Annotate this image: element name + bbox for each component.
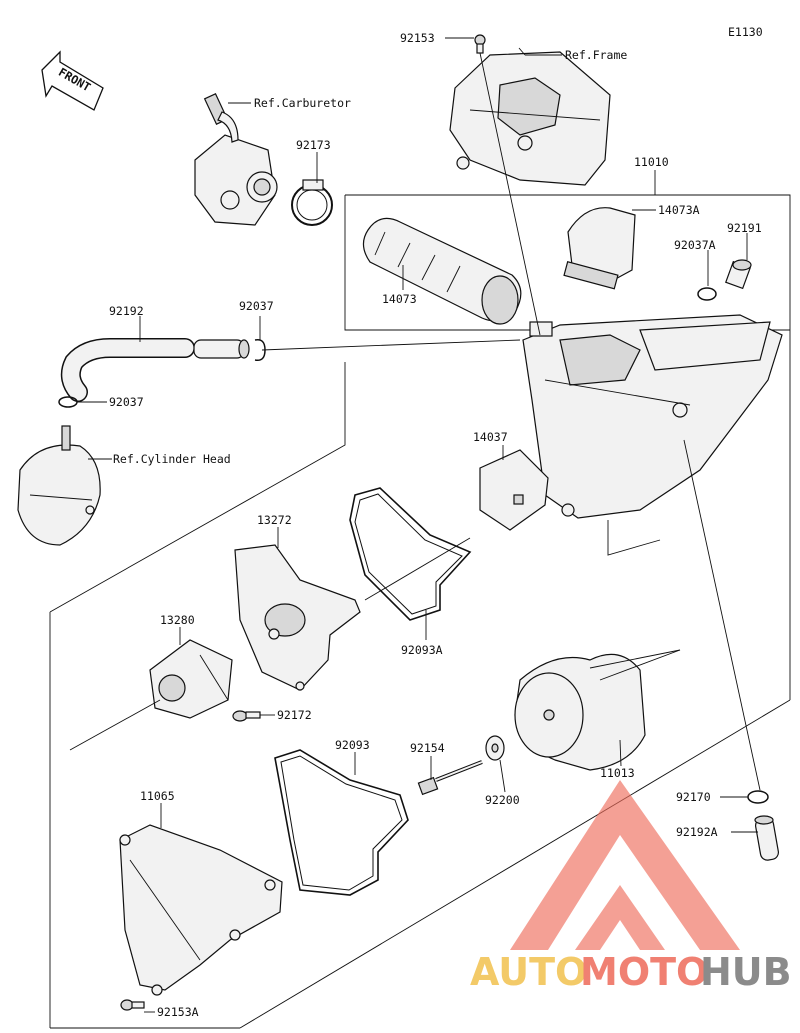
gasket-92093: [274, 749, 409, 896]
screw-92172: [232, 710, 261, 722]
cap-92191: [725, 259, 752, 290]
bolt-92153A: [120, 999, 145, 1011]
leader-lines: [77, 37, 761, 1013]
label-92191: 92191: [727, 221, 762, 235]
label-11013: 11013: [600, 766, 635, 780]
washer-92200: [485, 735, 505, 761]
label-92154: 92154: [410, 741, 445, 755]
label-13280: 13280: [160, 613, 195, 627]
label-14073: 14073: [382, 292, 417, 306]
clamp-92173: [291, 179, 333, 226]
diagram-code: E1130: [728, 25, 763, 39]
frame-part: [449, 51, 611, 186]
label-14037: 14037: [473, 430, 508, 444]
holder-13280: [69, 639, 233, 751]
label-92037A: 92037A: [674, 238, 716, 252]
label-ref-carburetor: Ref.Carburetor: [254, 96, 351, 110]
carburetor-part: [194, 92, 278, 226]
label-92170: 92170: [676, 790, 711, 804]
label-92037-upper: 92037: [239, 299, 274, 313]
front-arrow-icon: FRONT: [41, 50, 104, 111]
label-92093: 92093: [335, 738, 370, 752]
label-92172: 92172: [277, 708, 312, 722]
logo-word-auto: AUTO: [470, 950, 587, 994]
cover-11065: [119, 824, 283, 996]
gasket-92093A: [349, 487, 472, 621]
label-14073A: 14073A: [658, 203, 700, 217]
logo-word-hub: HUB: [700, 950, 792, 994]
clip-92170: [747, 790, 769, 804]
label-92153A: 92153A: [157, 1005, 199, 1019]
air-cleaner-case: [522, 314, 783, 556]
label-13272: 13272: [257, 513, 292, 527]
clip-92037-lower: [58, 396, 78, 408]
label-92093A: 92093A: [401, 643, 443, 657]
label-11010: 11010: [634, 155, 669, 169]
plate-14037: [479, 449, 549, 531]
label-92192: 92192: [109, 304, 144, 318]
hose-92192A: [754, 815, 780, 861]
label-92173: 92173: [296, 138, 331, 152]
label-ref-cylinder-head: Ref.Cylinder Head: [113, 452, 231, 466]
label-92192A: 92192A: [676, 825, 718, 839]
cylinder-head-part: [17, 425, 101, 546]
label-92200: 92200: [485, 793, 520, 807]
logo-word-moto: MOTO: [580, 950, 708, 994]
label-92037-lower: 92037: [109, 395, 144, 409]
bolt-92154: [417, 760, 483, 796]
label-92153: 92153: [400, 31, 435, 45]
automotohub-logo: AUTO MOTO HUB: [470, 780, 792, 994]
label-11065: 11065: [140, 789, 175, 803]
elbow-14073A: [563, 207, 636, 290]
bolt-92153: [474, 34, 486, 54]
clip-92037A: [697, 287, 717, 301]
hose-92192: [60, 338, 250, 402]
assembly-box-lower: [49, 362, 346, 613]
duct-14073: [362, 217, 522, 325]
holder-13272: [234, 544, 361, 691]
label-ref-frame: Ref.Frame: [565, 48, 627, 62]
filter-element-11013: [514, 649, 681, 771]
